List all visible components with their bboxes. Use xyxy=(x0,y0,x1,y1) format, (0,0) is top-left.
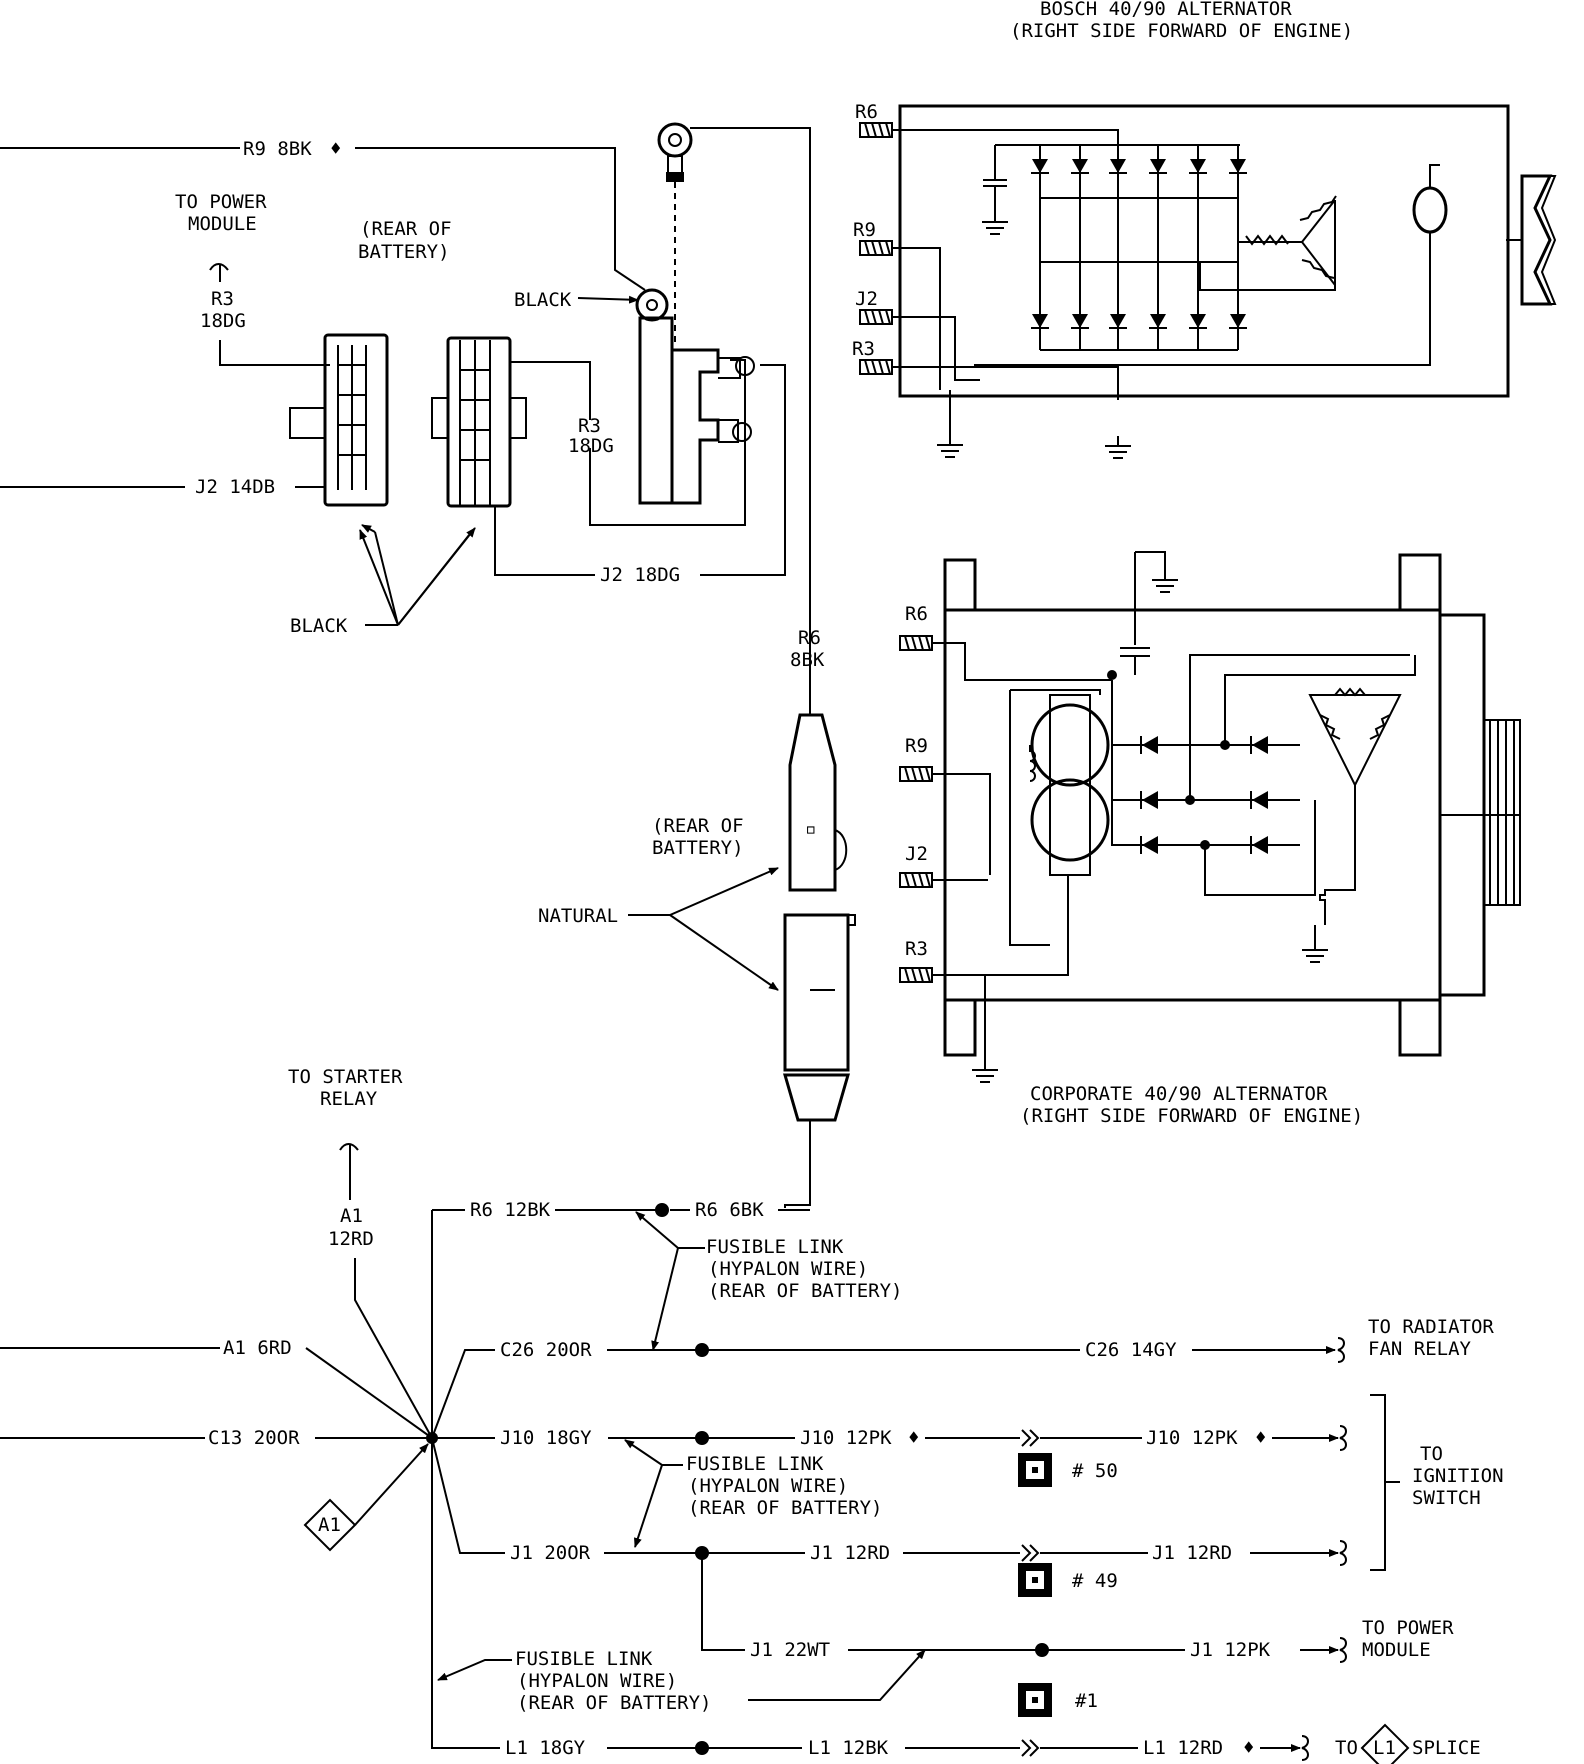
wire-j1-22wt: J1 22WT xyxy=(750,1639,830,1661)
wire-r3-18dg-b: 18DG xyxy=(200,310,246,332)
splice-id: L1 xyxy=(1373,1737,1396,1759)
to-power-module-label-2: MODULE xyxy=(188,213,257,235)
fusible-link-3a: FUSIBLE LINK xyxy=(515,1648,653,1670)
bosch-term-r6: R6 xyxy=(855,101,878,123)
r6-inline-connector: R6 8BK ▫ (REAR OF BATTERY) NATURAL xyxy=(538,627,856,1208)
to-ignition-label-3: SWITCH xyxy=(1412,1487,1481,1509)
rear-battery-1a: (REAR OF xyxy=(360,218,452,240)
wire-j1-12rd-a: J1 12RD xyxy=(810,1542,890,1564)
to-starter-label-1: TO STARTER xyxy=(288,1066,403,1088)
fusible-link-1b: (HYPALON WIRE) xyxy=(708,1258,868,1280)
a1-diamond: A1 xyxy=(318,1514,341,1536)
wire-r6-8bk-b: 8BK xyxy=(790,649,825,671)
rear-battery-1b: BATTERY) xyxy=(358,241,450,263)
bottom-harness: TO STARTER RELAY A1 12RD R6 12BK R6 6BK … xyxy=(0,1066,1504,1764)
bosch-term-j2: J2 xyxy=(855,288,878,310)
fusible-link-2c: (REAR OF BATTERY) xyxy=(688,1497,882,1519)
wire-r6-12bk: R6 12BK xyxy=(470,1199,551,1221)
wire-c26-20or: C26 20OR xyxy=(500,1339,592,1361)
corp-subtitle: (RIGHT SIDE FORWARD OF ENGINE) xyxy=(1020,1105,1363,1127)
to-pm-bottom-label-2: MODULE xyxy=(1362,1639,1431,1661)
to-pm-bottom-label-1: TO POWER xyxy=(1362,1617,1454,1639)
rear-battery-2a: (REAR OF xyxy=(652,815,744,837)
to-radiator-label-1: TO RADIATOR xyxy=(1368,1316,1494,1338)
bosch-alternator: BOSCH 40/90 ALTERNATOR (RIGHT SIDE FORWA… xyxy=(852,0,1557,459)
wire-c26-14gy: C26 14GY xyxy=(1085,1339,1177,1361)
wire-j2-14db: J2 14DB xyxy=(195,476,275,498)
fusible-link-2b: (HYPALON WIRE) xyxy=(688,1475,848,1497)
wire-l1-12bk: L1 12BK xyxy=(808,1737,889,1759)
wire-l1-18gy: L1 18GY xyxy=(505,1737,586,1759)
black-label-bottom: BLACK xyxy=(290,615,348,637)
fusible-link-3b: (HYPALON WIRE) xyxy=(517,1670,677,1692)
svg-text:♦: ♦ xyxy=(330,138,341,160)
corporate-alternator: R6 R9 J2 R3 xyxy=(899,551,1521,1127)
wire-j1-20or: J1 20OR xyxy=(510,1542,591,1564)
svg-text:♦: ♦ xyxy=(1255,1427,1266,1449)
fusible-link-1a: FUSIBLE LINK xyxy=(706,1236,844,1258)
wire-a1-6rd: A1 6RD xyxy=(223,1337,292,1359)
to-radiator-label-2: FAN RELAY xyxy=(1368,1338,1472,1360)
to-ignition-label-1: TO xyxy=(1420,1443,1443,1465)
corp-term-r6: R6 xyxy=(905,603,928,625)
wire-j10-12pk-a: J10 12PK xyxy=(800,1427,892,1449)
fusible-link-1c: (REAR OF BATTERY) xyxy=(708,1280,902,1302)
bosch-subtitle: (RIGHT SIDE FORWARD OF ENGINE) xyxy=(1010,20,1353,42)
svg-text:♦: ♦ xyxy=(908,1427,919,1449)
wire-r3-18dg-c: R3 xyxy=(578,415,601,437)
wire-l1-12rd: L1 12RD xyxy=(1143,1737,1223,1759)
battery-connections: R9 8BK ♦ TO POWER MODULE R3 18DG (REAR O… xyxy=(0,122,811,715)
natural-label: NATURAL xyxy=(538,905,618,927)
bosch-term-r9: R9 xyxy=(853,219,876,241)
svg-text:♦: ♦ xyxy=(1243,1737,1254,1759)
wire-j10-18gy: J10 18GY xyxy=(500,1427,592,1449)
black-label-top: BLACK xyxy=(514,289,572,311)
wire-j2-18dg: J2 18DG xyxy=(600,564,680,586)
bosch-title: BOSCH 40/90 ALTERNATOR xyxy=(1040,0,1292,20)
to-ignition-label-2: IGNITION xyxy=(1412,1465,1504,1487)
to-starter-label-2: RELAY xyxy=(320,1088,378,1110)
corp-term-r9: R9 xyxy=(905,735,928,757)
wire-r6-6bk: R6 6BK xyxy=(695,1199,764,1221)
connector-1: #1 xyxy=(1075,1690,1098,1712)
wire-c13-20or: C13 20OR xyxy=(208,1427,300,1449)
wire-j10-12pk-b: J10 12PK xyxy=(1146,1427,1238,1449)
to-splice-label: TO xyxy=(1335,1737,1358,1759)
wire-j1-12rd-b: J1 12RD xyxy=(1152,1542,1232,1564)
corp-term-j2: J2 xyxy=(905,843,928,865)
rear-battery-2b: BATTERY) xyxy=(652,837,744,859)
bosch-term-r3: R3 xyxy=(852,338,875,360)
connector-50: # 50 xyxy=(1072,1460,1118,1482)
connector-49: # 49 xyxy=(1072,1570,1118,1592)
corp-term-r3: R3 xyxy=(905,938,928,960)
wire-a1-12rd-a: A1 xyxy=(340,1205,363,1227)
wire-r3-18dg-d: 18DG xyxy=(568,435,614,457)
corp-title: CORPORATE 40/90 ALTERNATOR xyxy=(1030,1083,1328,1105)
wire-j1-12pk: J1 12PK xyxy=(1190,1639,1271,1661)
wire-r9-8bk: R9 8BK xyxy=(243,138,312,160)
fusible-link-2a: FUSIBLE LINK xyxy=(686,1453,824,1475)
wire-r6-8bk-a: R6 xyxy=(798,627,821,649)
wire-r3-18dg-a: R3 xyxy=(211,288,234,310)
splice-label: SPLICE xyxy=(1412,1737,1481,1759)
fusible-link-3c: (REAR OF BATTERY) xyxy=(517,1692,711,1714)
wire-a1-12rd-b: 12RD xyxy=(328,1228,374,1250)
to-power-module-label-1: TO POWER xyxy=(175,191,267,213)
svg-text:▫: ▫ xyxy=(805,818,816,840)
